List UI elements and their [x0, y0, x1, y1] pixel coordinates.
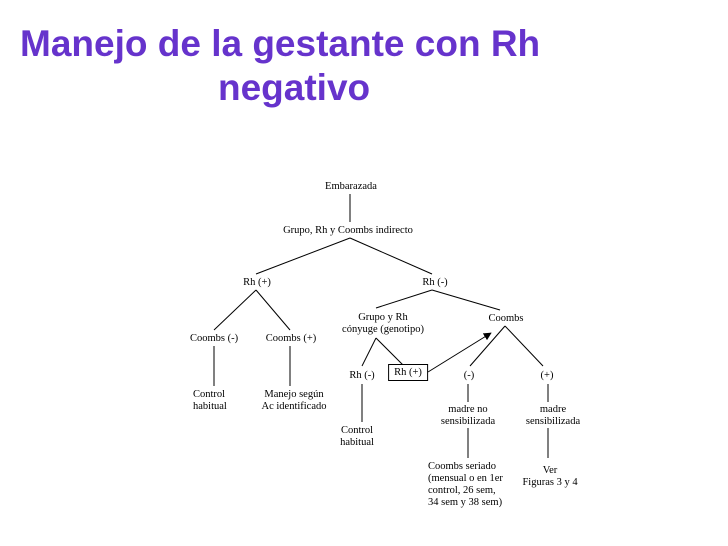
node-rh-neg: Rh (-)	[422, 277, 447, 289]
node-coombs-result-neg-label: (-)	[463, 370, 475, 381]
node-manejo-segun-line2: Ac identificado	[261, 401, 327, 412]
node-grupo-rh-coombs-label: Grupo, Rh y Coombs indirecto	[283, 225, 413, 236]
node-conyuge-rh-neg-label: Rh (-)	[349, 370, 375, 381]
node-coombs-label: Coombs	[488, 313, 524, 324]
node-madre-sens-line2: sensibilizada	[525, 416, 581, 427]
node-control-habitual-1: Control habitual	[193, 389, 227, 413]
node-grupo-conyuge-line2: cónyuge (genotipo)	[342, 324, 424, 335]
node-madre-no-sensibilizada: madre no sensibilizada	[441, 404, 495, 428]
node-grupo-rh-coombs: Grupo, Rh y Coombs indirecto	[283, 225, 413, 237]
node-ver-figuras-line2: Figuras 3 y 4	[522, 477, 578, 488]
node-madre-no-sens-line2: sensibilizada	[440, 416, 496, 427]
node-manejo-segun: Manejo según Ac identificado	[261, 389, 326, 413]
node-conyuge-rh-pos: Rh (+)	[388, 364, 428, 381]
node-coombs-seriado-line4: 34 sem y 38 sem)	[428, 497, 503, 508]
line-grupo-rhneg	[349, 237, 433, 275]
node-ver-figuras-line1: Ver	[542, 465, 558, 476]
line-rhpos-coombspos	[255, 289, 291, 331]
node-coombs-neg: Coombs (-)	[190, 333, 238, 345]
node-coombs-neg-label: Coombs (-)	[189, 333, 239, 344]
node-coombs-result-neg: (-)	[464, 370, 475, 382]
node-rh-pos: Rh (+)	[243, 277, 271, 289]
node-coombs: Coombs	[488, 313, 523, 325]
line-rhneg-conyuge	[375, 289, 433, 309]
node-conyuge-rh-neg: Rh (-)	[349, 370, 374, 382]
slide-title: Manejo de la gestante con Rh negativo	[20, 22, 660, 110]
line-coombs-neg	[469, 325, 506, 367]
node-coombs-result-pos: (+)	[541, 370, 554, 382]
node-coombs-result-pos-label: (+)	[540, 370, 554, 381]
line-conyuge-rhneg	[361, 337, 377, 367]
node-coombs-pos-label: Coombs (+)	[265, 333, 317, 344]
node-madre-sens-line1: madre	[539, 404, 567, 415]
node-coombs-seriado: Coombs seriado (mensual o en 1er control…	[428, 461, 503, 509]
node-coombs-seriado-line2: (mensual o en 1er	[428, 473, 503, 484]
node-coombs-seriado-line1: Coombs seriado	[428, 461, 496, 472]
line-rhneg-coombs	[431, 289, 501, 311]
node-control-habitual-1-line1: Control	[193, 389, 226, 400]
node-manejo-segun-line1: Manejo según	[264, 389, 324, 400]
title-line-2: negativo	[218, 67, 371, 108]
line-conyuge-rhpos	[375, 337, 405, 367]
line-coombs-pos	[504, 325, 544, 367]
title-line-1: Manejo de la gestante con Rh	[20, 23, 541, 64]
node-madre-sensibilizada: madre sensibilizada	[526, 404, 580, 428]
node-embarazada: Embarazada	[325, 181, 377, 193]
node-ver-figuras: Ver Figuras 3 y 4	[522, 465, 577, 489]
node-control-habitual-2-line1: Control	[340, 425, 374, 436]
node-coombs-pos: Coombs (+)	[266, 333, 317, 345]
node-control-habitual-2: Control habitual	[340, 425, 374, 449]
node-rh-neg-label: Rh (-)	[422, 277, 448, 288]
node-control-habitual-2-line2: habitual	[340, 437, 374, 448]
node-conyuge-rh-pos-box: Rh (+)	[388, 364, 428, 381]
node-rh-pos-label: Rh (+)	[243, 277, 271, 288]
node-embarazada-label: Embarazada	[325, 181, 377, 192]
node-grupo-conyuge-line1: Grupo y Rh	[358, 312, 408, 323]
node-control-habitual-1-line2: habitual	[193, 401, 227, 412]
line-grupo-rhpos	[255, 237, 351, 275]
arrow-rhpos-to-coombs	[427, 332, 492, 373]
node-madre-no-sens-line1: madre no	[448, 404, 488, 415]
node-grupo-conyuge: Grupo y Rh cónyuge (genotipo)	[342, 312, 424, 336]
line-rhpos-coombsneg	[213, 289, 257, 331]
node-coombs-seriado-line3: control, 26 sem,	[428, 485, 496, 496]
